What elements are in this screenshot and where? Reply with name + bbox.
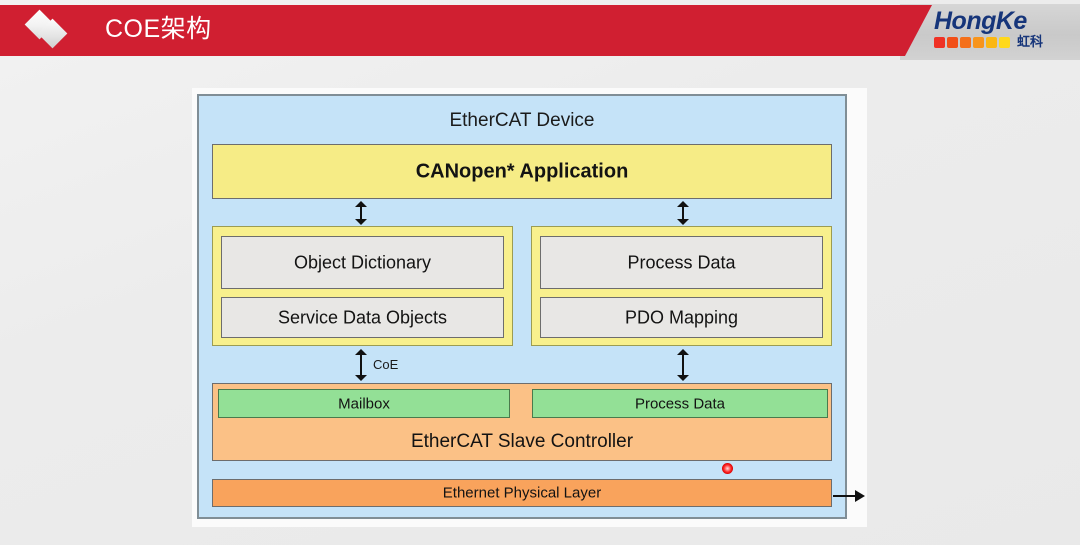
mailbox-label: Mailbox (338, 395, 390, 412)
logo-swatch-row: 虹科 (930, 34, 1076, 49)
hongke-logo: HongKe 虹科 (930, 8, 1076, 56)
arrow-stem (833, 495, 855, 497)
arrowhead-up-icon (355, 349, 367, 355)
ethernet-physical-layer-label: Ethernet Physical Layer (442, 484, 602, 502)
canopen-application-block: CANopen* Application (212, 144, 832, 199)
connector-phy-to-network (833, 490, 865, 502)
arrowhead-up-icon (677, 201, 689, 207)
logo-wordmark: HongKe (934, 7, 1027, 35)
ethercat-slave-controller-block: Mailbox Process Data EtherCAT Slave Cont… (212, 383, 832, 461)
connector-sdo-to-mailbox (355, 349, 367, 381)
arrowhead-up-icon (677, 349, 689, 355)
logo-swatch-2 (947, 36, 958, 48)
double-diamond-icon (24, 9, 73, 49)
diagram-title: EtherCAT Device (449, 110, 595, 131)
connector-app-to-object-dictionary (355, 201, 367, 225)
ethernet-physical-layer-block: Ethernet Physical Layer (212, 479, 832, 507)
connector-app-to-process-data (677, 201, 689, 225)
logo-swatch-4 (973, 36, 984, 48)
arrow-stem (682, 354, 684, 376)
group-process-data-services: Process Data PDO Mapping (531, 226, 832, 346)
logo-chinese-name: 虹科 (1017, 34, 1044, 49)
arrowhead-down-icon (355, 375, 367, 381)
pdo-mapping-label: PDO Mapping (624, 307, 739, 327)
arrow-stem (360, 354, 362, 376)
process-data-label: Process Data (627, 252, 736, 272)
arrowhead-down-icon (677, 219, 689, 225)
header-red-banner (0, 5, 932, 56)
logo-swatch-3 (960, 36, 971, 48)
arrowhead-down-icon (677, 375, 689, 381)
logo-swatch-5 (986, 36, 997, 48)
connector-pdo-to-process-data (677, 349, 689, 381)
arrowhead-down-icon (355, 219, 367, 225)
service-data-objects-box: Service Data Objects (221, 297, 504, 338)
ethercat-slave-controller-label: EtherCAT Slave Controller (410, 431, 634, 452)
object-dictionary-box: Object Dictionary (221, 236, 504, 289)
process-data-box: Process Data (540, 236, 823, 289)
header-logo-panel (900, 4, 1080, 60)
ethercat-device-container: EtherCAT Device CANopen* Application Obj… (197, 94, 847, 519)
mailbox-region: Mailbox (218, 389, 510, 418)
arrowhead-up-icon (355, 201, 367, 207)
slide-header: COE架构 HongKe 虹科 (0, 0, 1080, 62)
service-data-objects-label: Service Data Objects (277, 307, 448, 327)
page-title: COE架构 (105, 15, 212, 43)
process-data-region: Process Data (532, 389, 828, 418)
arrowhead-right-icon (855, 490, 865, 502)
group-mailbox-services: Object Dictionary Service Data Objects (212, 226, 513, 346)
object-dictionary-label: Object Dictionary (293, 252, 432, 272)
process-data-region-label: Process Data (634, 395, 726, 412)
pdo-mapping-box: PDO Mapping (540, 297, 823, 338)
logo-swatch-1 (934, 36, 945, 48)
coe-connector-label: CoE (373, 357, 399, 372)
arrow-stem (682, 206, 684, 220)
arrow-stem (360, 206, 362, 220)
canopen-application-label: CANopen* Application (415, 160, 629, 182)
logo-swatch-6 (999, 36, 1010, 48)
laser-pointer-dot (722, 463, 733, 474)
